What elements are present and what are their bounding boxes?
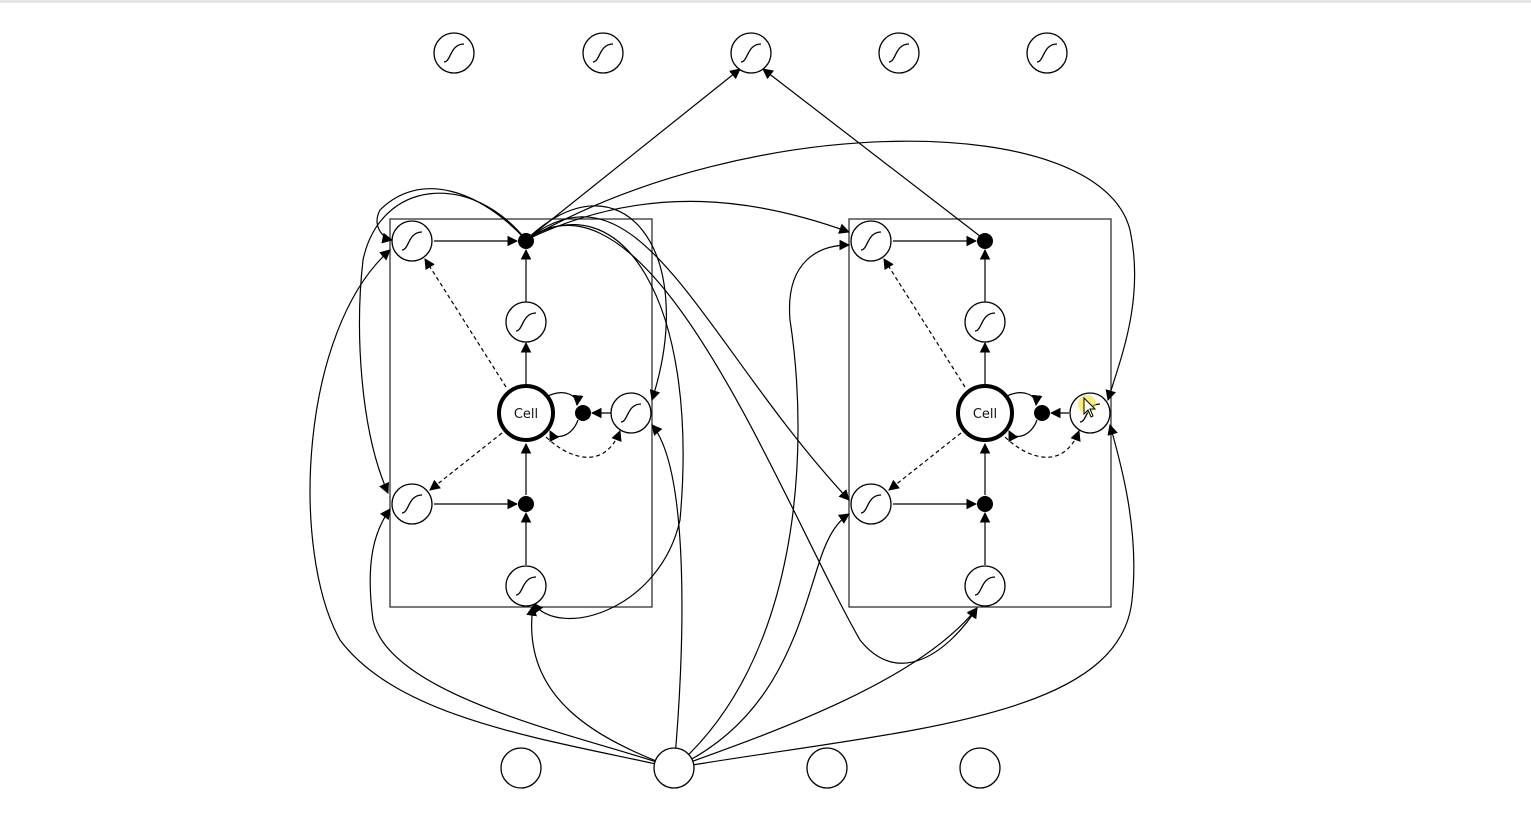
block-2-nodes: Cell	[850, 220, 1111, 607]
input-units	[500, 747, 1001, 789]
cell-label-1: Cell	[514, 407, 538, 422]
output-unit-sigmoid-icon	[582, 32, 624, 74]
forget-gate-sigmoid-icon	[610, 392, 652, 434]
output-unit-sigmoid-icon	[433, 32, 475, 74]
output-unit-sigmoid-icon	[878, 32, 920, 74]
output-gate-sigmoid-icon	[391, 220, 433, 262]
memory-cell-2	[956, 384, 1014, 442]
input-unit	[806, 747, 848, 789]
output-unit-sigmoid-icon	[730, 32, 772, 74]
input-unit	[653, 747, 695, 789]
cell-output-squash-sigmoid-icon	[964, 301, 1006, 343]
cell-output-squash-sigmoid-icon	[505, 301, 547, 343]
cell-input-sigmoid-icon	[505, 565, 547, 607]
cell-label-2: Cell	[973, 407, 997, 422]
slide-caption	[540, 814, 920, 826]
block-1-nodes: Cell	[391, 220, 652, 607]
memory-cell-1	[497, 384, 555, 442]
output-multiplier-dot	[518, 233, 534, 249]
forget-multiplier-dot	[575, 405, 591, 421]
input-multiplier-dot	[518, 496, 534, 512]
mouse-cursor-icon	[1078, 395, 1097, 418]
output-unit-sigmoid-icon	[1026, 32, 1068, 74]
input-gate-sigmoid-icon	[391, 483, 433, 525]
output-gate-sigmoid-icon	[850, 220, 892, 262]
memory-block-2	[848, 218, 1112, 608]
output-units	[433, 32, 1068, 74]
memory-block-1	[389, 218, 653, 608]
connections	[309, 68, 1136, 769]
window-top-border	[0, 0, 1531, 3]
input-gate-sigmoid-icon	[850, 483, 892, 525]
input-unit	[500, 747, 542, 789]
cell-input-sigmoid-icon	[964, 565, 1006, 607]
output-multiplier-dot	[977, 233, 993, 249]
input-multiplier-dot	[977, 496, 993, 512]
input-unit	[959, 747, 1001, 789]
forget-multiplier-dot	[1034, 405, 1050, 421]
